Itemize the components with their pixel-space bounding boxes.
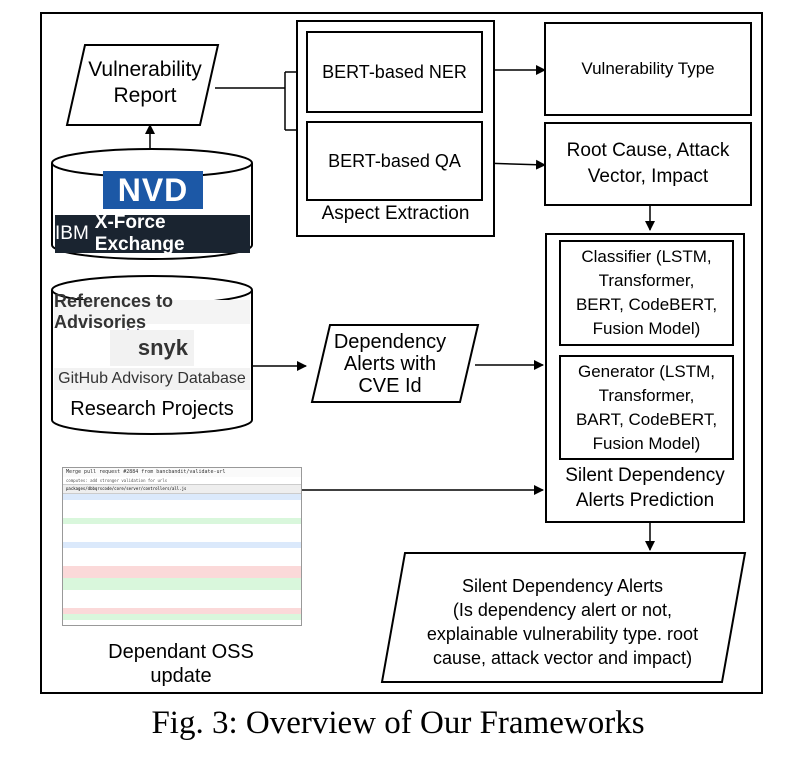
nvd-logo: NVD [103,171,203,209]
classifier-line1: Classifier (LSTM, [581,247,712,266]
vuln-report-line2: Report [113,84,177,107]
generator-line3: BART, CodeBERT, [575,409,718,429]
oss-update-label: Dependant OSS update [62,640,300,688]
nvd-logo-text: NVD [117,171,189,208]
diff-row [63,578,301,584]
vulnerability-type-label: Vulnerability Type [581,59,715,78]
vuln-report-shape [65,44,220,126]
bert-qa-box: BERT-based QA [306,121,483,201]
diff-title: Merge pull request #2884 from bancbandit… [63,468,301,477]
references-to-advisories: References to Advisories [54,291,250,332]
prediction-line1: Silent Dependency [565,465,725,486]
diff-row [63,518,301,524]
generator-line2: Transformer, [598,385,695,405]
root-cause-line2: Vector, Impact [587,166,709,187]
oss-diff-screenshot: Merge pull request #2884 from bancbandit… [62,467,302,626]
ibm-prefix: IBM [55,223,89,244]
diff-row [63,494,301,500]
figure-caption: Fig. 3: Overview of Our Frameworks [151,705,645,741]
research-projects-label: Research Projects [70,398,234,420]
aspect-extraction-label: Aspect Extraction [321,203,470,224]
diff-row [63,566,301,572]
result-line3: explainable vulnerability type. root [426,624,699,644]
prediction-line2: Alerts Prediction [575,490,715,511]
generator-box: Generator (LSTM, Transformer, BART, Code… [559,355,734,460]
dependency-alerts-line3: CVE Id [358,375,422,397]
diagram-frame [40,12,763,694]
dependency-alerts-shape [310,324,480,403]
diff-row [63,572,301,578]
result-label: Silent Dependency Alerts (Is dependency … [390,574,735,670]
root-cause-box: Root Cause, Attack Vector, Impact [544,122,752,206]
classifier-line4: Fusion Model) [592,319,701,338]
result-line1: Silent Dependency Alerts [461,576,664,596]
root-cause-line1: Root Cause, Attack [566,140,730,161]
diff-row [63,584,301,590]
bert-qa-label: BERT-based QA [328,150,461,171]
result-line2: (Is dependency alert or not, [452,600,673,620]
result-line4: cause, attack vector and impact) [432,648,693,668]
snyk-logo: snyk [110,330,194,366]
oss-line2: update [150,665,212,687]
generator-line1: Generator (LSTM, [577,361,715,381]
classifier-box: Classifier (LSTM, Transformer, BERT, Cod… [559,240,734,346]
oss-line1: Dependant OSS [108,641,254,663]
diff-row [63,542,301,548]
bert-ner-label: BERT-based NER [322,61,467,82]
diff-row [63,614,301,620]
dependency-alerts-line2: Alerts with [343,353,437,375]
github-advisory-text: GitHub Advisory Database [58,370,246,387]
diff-subtitle: computes: add stronger validation for ur… [66,478,168,483]
github-advisory-db: GitHub Advisory Database [54,368,250,390]
vuln-report-line1: Vulnerability [88,58,202,81]
generator-line4: Fusion Model) [592,433,701,453]
bert-ner-box: BERT-based NER [306,31,483,113]
classifier-line3: BERT, CodeBERT, [575,295,718,314]
diff-file-path: packages/dbbqrscode/core/server/controll… [63,484,301,494]
vuln-report-label: Vulnerability Report [75,57,215,109]
vulnerability-type-box: Vulnerability Type [544,22,752,116]
snyk-text: snyk [137,335,188,360]
classifier-line2: Transformer, [598,271,695,290]
dependency-alerts-line1: Dependency [333,331,447,353]
ibm-xforce-name: X-Force Exchange [94,212,185,255]
diff-row [63,608,301,614]
result-shape [380,552,747,683]
dependency-alerts-label: Dependency Alerts with CVE Id [315,331,465,397]
references-text: References to Advisories [54,291,174,332]
